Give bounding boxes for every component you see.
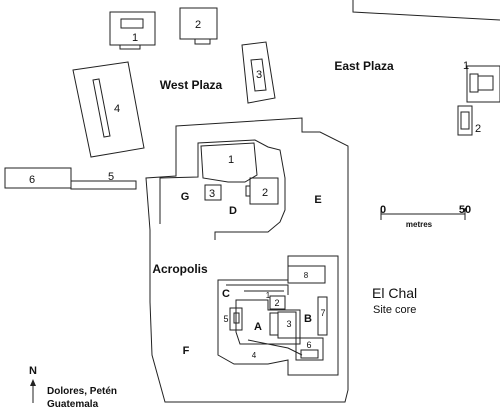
scale-max: 50 [459, 204, 471, 216]
structure-west-1: 1 [109, 11, 156, 50]
north-arrow-icon: N [29, 365, 37, 403]
label-west-plaza: West Plaza [160, 78, 223, 92]
scale-min: 0 [380, 204, 386, 216]
structure-west-6: 6 [4, 167, 72, 189]
label-a-2: 2 [274, 298, 279, 308]
label-acropolis: Acropolis [152, 262, 208, 276]
location-line-1: Dolores, Petén [47, 386, 117, 397]
group-d-platform [159, 139, 286, 240]
structure-west-3: 3 [241, 41, 276, 104]
label-group-b: B [304, 313, 312, 325]
site-title: El Chal [372, 285, 417, 301]
location-line-2: Guatemala [47, 399, 99, 410]
structure-a-6: 6 [295, 337, 324, 361]
label-a-1: 1 [266, 291, 271, 300]
label-a-6: 6 [306, 340, 311, 350]
structure-a-5: 5 [223, 307, 243, 331]
label-west-6: 6 [29, 174, 35, 186]
structure-a-2: 2 [269, 295, 286, 310]
label-west-5: 5 [108, 171, 114, 183]
label-west-2: 2 [195, 19, 201, 31]
north-label: N [29, 365, 37, 377]
east-group-boundary [352, 0, 500, 21]
label-east-2: 2 [475, 123, 481, 135]
structure-d-3: 3 [204, 184, 222, 201]
label-a-3: 3 [286, 319, 291, 329]
label-group-d: D [229, 205, 237, 217]
group-a-court [235, 299, 301, 345]
scale-unit: metres [406, 220, 433, 229]
site-subtitle: Site core [373, 304, 416, 316]
structure-a-7: 7 [317, 296, 328, 336]
label-a-5: 5 [223, 314, 228, 324]
structure-west-4: 4 [72, 61, 145, 158]
structure-east-1: 1 [463, 60, 500, 103]
structure-d-2: 2 [245, 177, 279, 205]
structure-d-1 [200, 142, 258, 183]
label-a-8: 8 [304, 271, 309, 280]
structure-a-8: 8 [287, 265, 326, 284]
structure-east-2: 2 [457, 105, 481, 136]
label-west-1: 1 [132, 32, 138, 44]
scale-bar: 0 50 metres [380, 204, 471, 229]
label-west-4: 4 [114, 103, 120, 115]
label-group-a: A [254, 321, 262, 333]
acropolis-south-platform [217, 255, 339, 376]
label-group-c: C [222, 288, 230, 300]
label-east-1: 1 [463, 60, 469, 72]
structure-west-2: 2 [179, 7, 218, 45]
label-a-4: 4 [252, 351, 257, 360]
label-east-plaza: East Plaza [334, 59, 394, 73]
label-west-3: 3 [256, 69, 262, 81]
label-group-g: G [181, 191, 190, 203]
acropolis-boundary [145, 117, 349, 403]
label-group-f: F [183, 345, 190, 357]
label-a-7: 7 [320, 308, 325, 318]
structure-west-5: 5 [70, 171, 137, 190]
structure-a-3: 3 [269, 311, 297, 339]
label-group-e: E [314, 194, 321, 206]
group-c-terrace [226, 284, 289, 295]
label-d-2: 2 [262, 187, 268, 199]
structure-a-4 [247, 339, 303, 356]
label-d-3: 3 [209, 188, 215, 200]
label-d-1: 1 [228, 154, 234, 166]
